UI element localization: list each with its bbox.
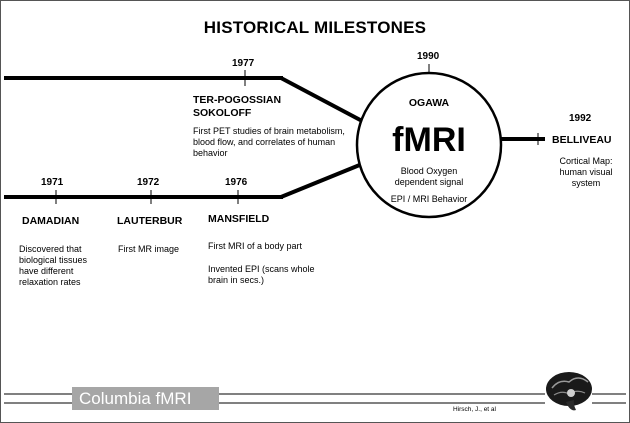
- milestone-name-mansfield: MANSFIELD: [208, 213, 270, 225]
- page-title: HISTORICAL MILESTONES: [203, 18, 427, 37]
- milestone-desc-ter-pogossian-sokoloff: First PET studies of brain metabolism, b…: [193, 126, 345, 158]
- footer-label: Columbia fMRI: [79, 389, 192, 408]
- year-1976: 1976: [225, 177, 248, 188]
- upper-timeline-connector: [280, 76, 365, 124]
- lower-timeline-connector: [280, 160, 368, 199]
- year-1971: 1971: [41, 177, 64, 188]
- milestone-desc-mansfield-mri: First MRI of a body part: [208, 241, 303, 251]
- milestone-name-damadian: DAMADIAN: [22, 215, 80, 227]
- year-1977: 1977: [232, 58, 255, 69]
- milestone-name-ter-pogossian-sokoloff: TER-POGOSSIAN SOKOLOFF: [193, 94, 282, 119]
- year-1972: 1972: [137, 177, 160, 188]
- year-1992: 1992: [569, 113, 592, 124]
- milestone-name-belliveau: BELLIVEAU: [552, 134, 612, 146]
- milestone-name-ogawa: OGAWA: [408, 97, 450, 109]
- fmri-label: fMRI: [392, 121, 466, 159]
- year-1990: 1990: [417, 51, 440, 62]
- milestone-desc-mansfield-epi: Invented EPI (scans whole brain in secs.…: [208, 264, 315, 285]
- brain-logo-icon: [546, 372, 592, 411]
- milestone-desc-belliveau: Cortical Map: human visual system: [559, 156, 613, 188]
- milestone-desc-ogawa: Blood Oxygen dependent signal: [394, 166, 464, 187]
- milestone-desc-ogawa-epi: EPI / MRI Behavior: [390, 194, 468, 204]
- milestone-desc-lauterbur: First MR image: [118, 244, 180, 254]
- footer-credit: Hirsch, J., et al: [453, 406, 496, 413]
- milestone-desc-damadian: Discovered that biological tissues have …: [19, 244, 88, 287]
- footer-label-box: [72, 387, 219, 410]
- milestone-name-lauterbur: LAUTERBUR: [117, 215, 183, 227]
